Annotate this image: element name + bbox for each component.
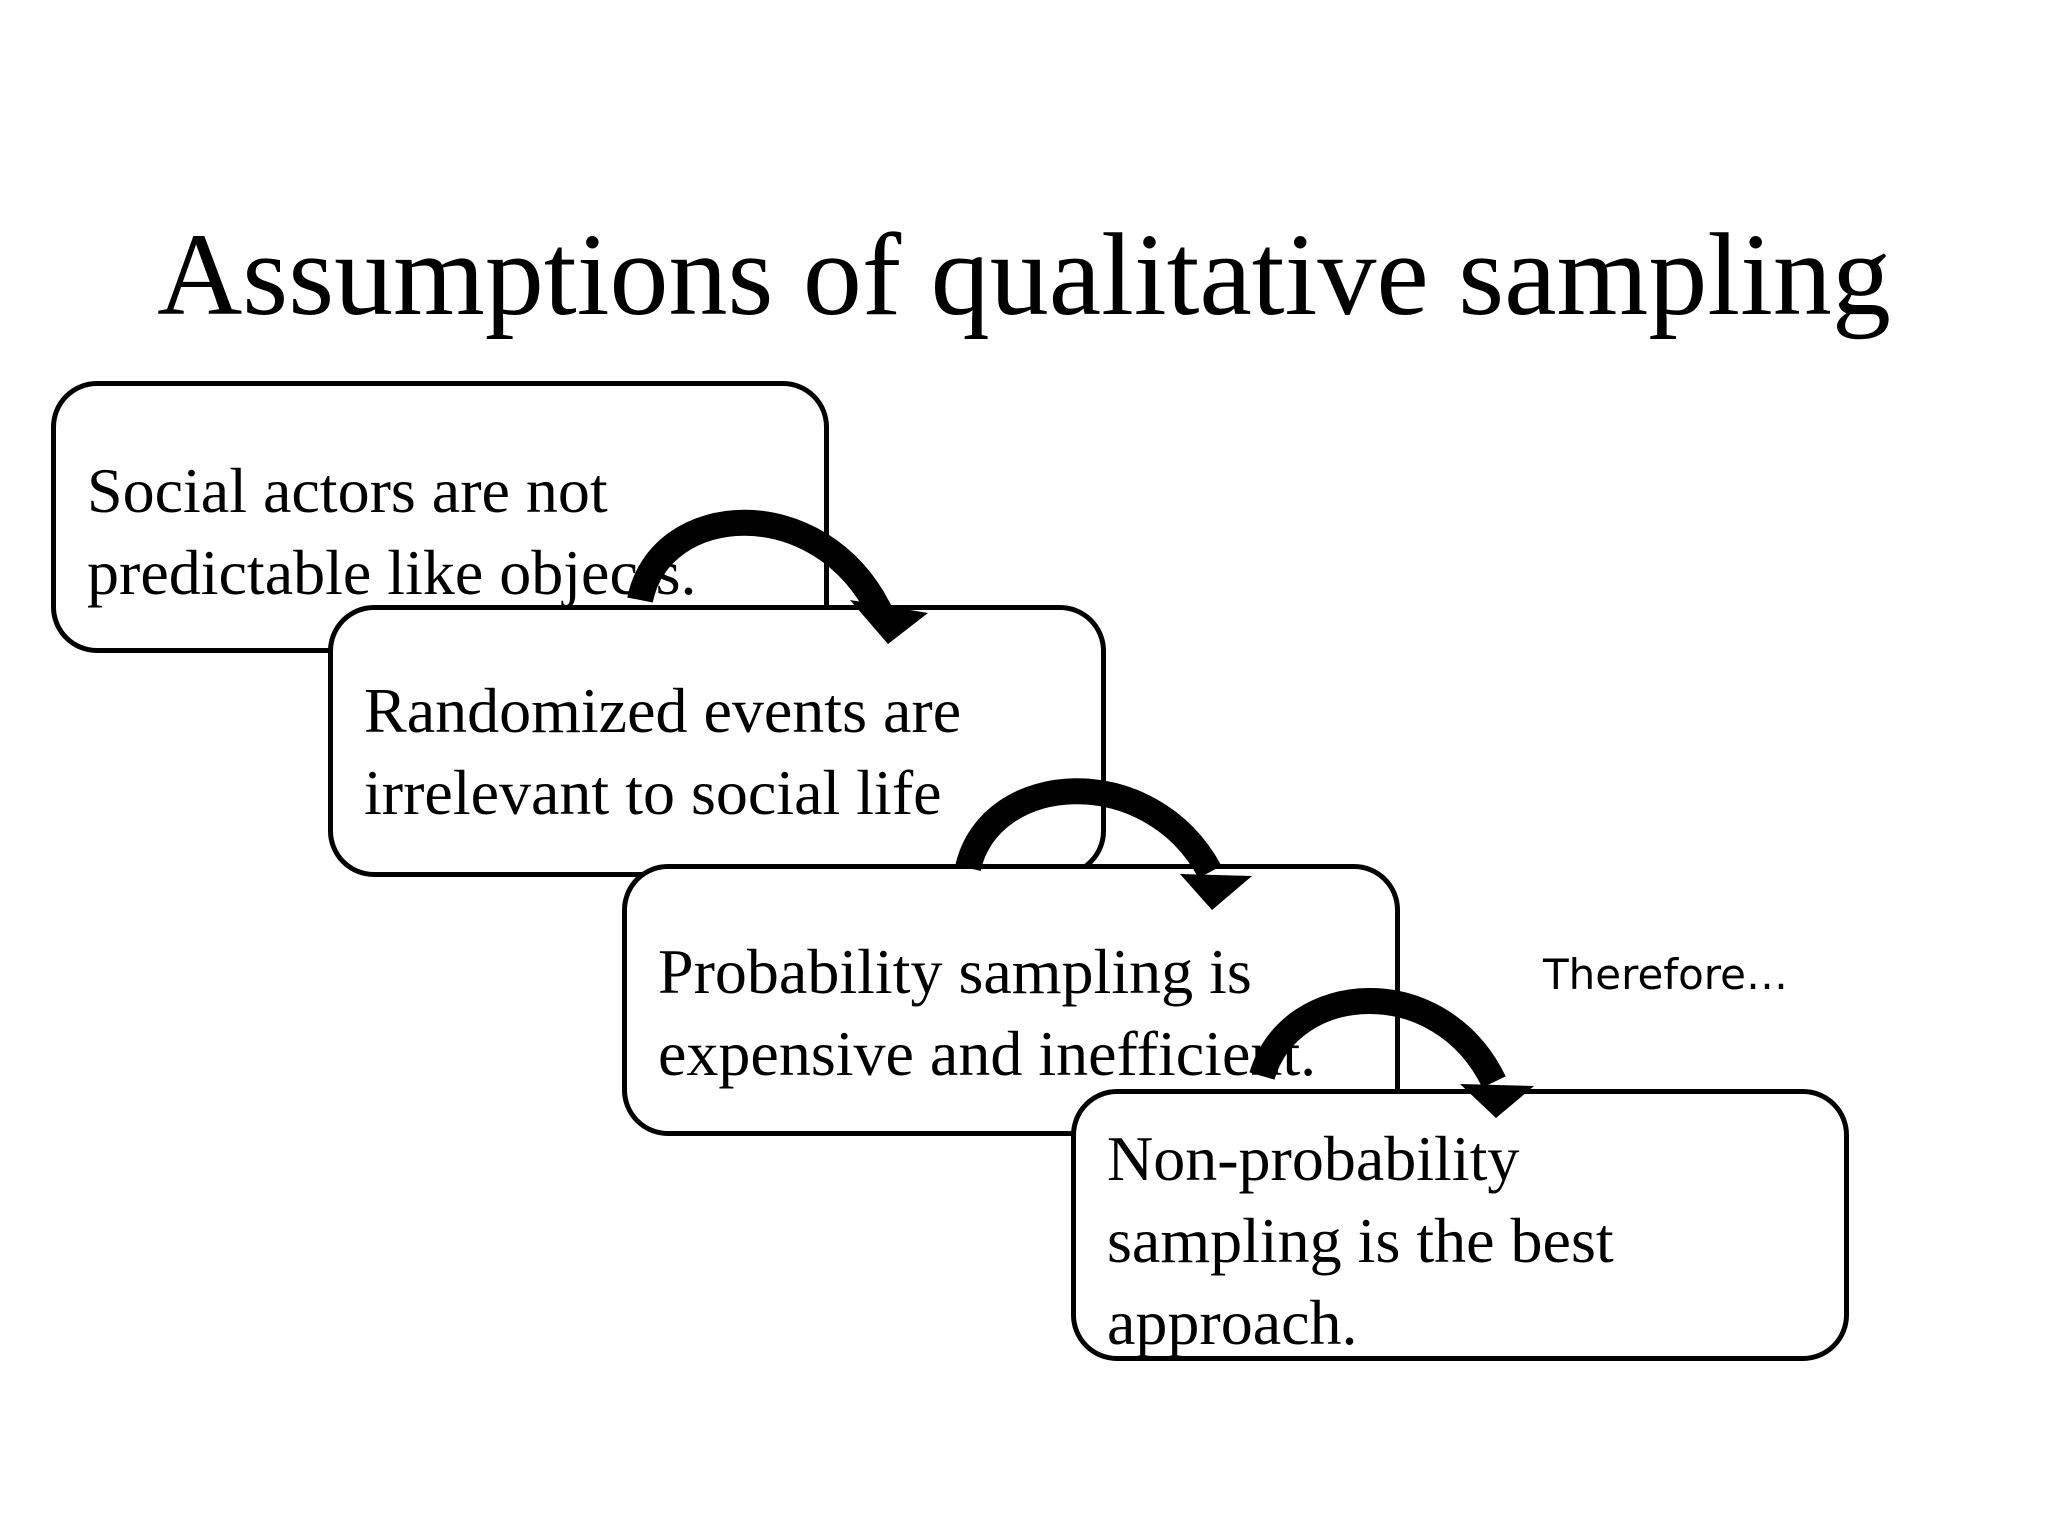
- step-2-line-1: Randomized events are: [364, 675, 962, 746]
- step-box-4: Non-probability sampling is the best app…: [1071, 1089, 1849, 1361]
- slide-title: Assumptions of qualitative sampling: [157, 209, 1891, 340]
- step-4-line-3: approach.: [1107, 1287, 1358, 1358]
- step-1-line-1: Social actors are not: [87, 455, 608, 526]
- step-2-line-2: irrelevant to social life: [364, 757, 942, 828]
- step-3-line-1: Probability sampling is: [658, 936, 1252, 1007]
- step-3-line-2: expensive and inefficient.: [658, 1018, 1317, 1089]
- step-box-2: Randomized events are irrelevant to soci…: [328, 605, 1106, 877]
- step-4-line-2: sampling is the best: [1107, 1205, 1614, 1276]
- step-1-line-2: predictable like objects.: [87, 537, 697, 608]
- step-4-line-1: Non-probability: [1107, 1123, 1520, 1194]
- therefore-note: Therefore…: [1543, 950, 1788, 999]
